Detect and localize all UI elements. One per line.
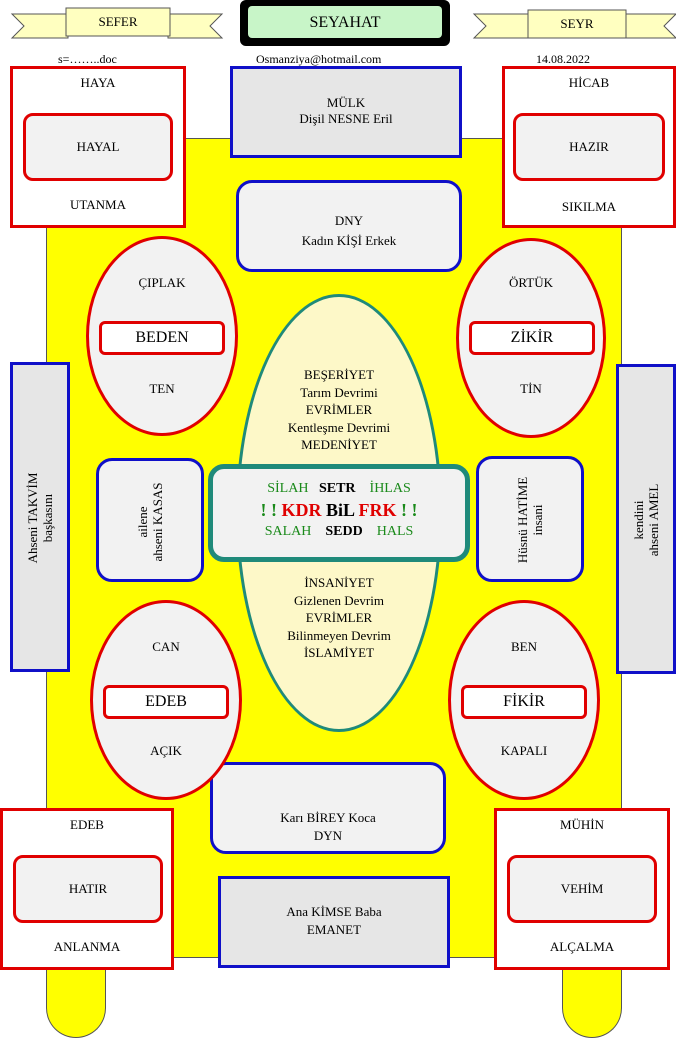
- corner-top-right: HİCAB HAZIR SIKILMA: [502, 66, 676, 228]
- ellipse-upper-3: EVRİMLER: [305, 402, 373, 417]
- center-row-2: ! ! KDR BiL FRK ! !: [213, 500, 465, 521]
- silah-label: SİLAH: [267, 481, 309, 496]
- corner-bl-bottom: ANLANMA: [53, 939, 121, 954]
- left-ribbon: [10, 7, 224, 39]
- email-label: Osmanziya@hotmail.com: [256, 52, 382, 66]
- side-left-inner: ailene ahseni KASAS: [96, 458, 204, 582]
- right-banner-label: SEYR: [560, 16, 594, 31]
- side-right-outer: kendini ahseni AMEL: [616, 364, 676, 674]
- exclaim-right: ! !: [401, 500, 418, 520]
- setr-label: SETR: [318, 481, 356, 496]
- emanet-line1: Ana KİMSE Baba: [286, 904, 382, 919]
- emanet-line2: EMANET: [306, 922, 362, 937]
- ellipse-lower-4: Bilinmeyen Devrim: [287, 627, 391, 643]
- dyn-box: Karı BİREY Koca DYN: [210, 762, 446, 854]
- dny-box: DNY Kadın KİŞİ Erkek: [236, 180, 462, 272]
- corner-tl-top: HAYA: [80, 75, 116, 90]
- can-top: CAN: [152, 639, 180, 654]
- dny-line1: DNY: [334, 213, 364, 228]
- ellipse-upper-4: Kentleşme Devrimi: [287, 419, 391, 435]
- mulk-line1: MÜLK: [326, 95, 366, 110]
- left-outer-line1: Ahseni TAKVİM: [25, 472, 40, 564]
- dyn-line2: DYN: [313, 828, 343, 843]
- dny-line2: Kadın KİŞİ Erkek: [301, 233, 397, 248]
- corner-bl-inner: HATIR: [13, 855, 163, 923]
- ben-top: BEN: [511, 639, 537, 654]
- oval-ortuk: ÖRTÜK ZİKİR TİN: [456, 238, 606, 438]
- zikir-label: ZİKİR: [469, 321, 595, 355]
- ellipse-lower-text: İNSANİYET Gizlenen Devrim EVRİMLER Bilin…: [236, 574, 442, 662]
- right-ribbon: [472, 9, 676, 39]
- ortuk-top: ÖRTÜK: [509, 275, 553, 290]
- corner-tl-inner: HAYAL: [23, 113, 173, 181]
- hals-label: HALS: [376, 524, 414, 539]
- ellipse-upper-2: Tarım Devrimi: [300, 384, 378, 400]
- corner-bottom-left: EDEB HATIR ANLANMA: [0, 808, 174, 970]
- ellipse-upper-text: BEŞERİYET Tarım Devrimi EVRİMLER Kentleş…: [236, 366, 442, 454]
- fikir-label: FİKİR: [461, 685, 587, 719]
- mulk-line2: Dişil NESNE Eril: [299, 111, 393, 126]
- center-box: SİLAH SETR İHLAS ! ! KDR BiL FRK ! ! SAL…: [208, 464, 470, 562]
- left-banner-label: SEFER: [98, 14, 138, 29]
- corner-tr-inner: HAZIR: [513, 113, 665, 181]
- ellipse-upper-5: MEDENİYET: [301, 437, 377, 452]
- beden-label: BEDEN: [99, 321, 225, 355]
- header-banners: [10, 7, 676, 39]
- center-row-1: SİLAH SETR İHLAS: [213, 481, 465, 497]
- oval-can: CAN EDEB AÇIK: [90, 600, 242, 800]
- ellipse-lower-2: Gizlenen Devrim: [294, 592, 384, 608]
- dyn-line1: Karı BİREY Koca: [280, 810, 376, 825]
- corner-br-inner: VEHİM: [507, 855, 657, 923]
- ciplak-top: ÇIPLAK: [138, 275, 186, 290]
- page-title: SEYAHAT: [248, 6, 442, 38]
- left-inner-line1: ailene: [135, 506, 150, 538]
- left-inner-text: ailene ahseni KASAS: [135, 463, 165, 581]
- ihlas-label: İHLAS: [369, 481, 411, 496]
- ellipse-lower-3: EVRİMLER: [305, 610, 373, 625]
- oval-ben: BEN FİKİR KAPALI: [448, 600, 600, 800]
- right-outer-text: kendini ahseni AMEL: [631, 367, 661, 673]
- left-outer-text: Ahseni TAKVİM başkasını: [25, 365, 55, 671]
- ellipse-upper-1: BEŞERİYET: [303, 367, 375, 382]
- corner-top-left: HAYA HAYAL UTANMA: [10, 66, 186, 228]
- ciplak-bottom: TEN: [149, 381, 175, 396]
- salah-label: SALAH: [264, 524, 312, 539]
- corner-br-bottom: ALÇALMA: [549, 939, 615, 954]
- oval-ciplak: ÇIPLAK BEDEN TEN: [86, 236, 238, 436]
- right-inner-line2: insani: [530, 504, 545, 536]
- title-frame: SEYAHAT: [240, 0, 450, 46]
- right-inner-line1: Hüsnü HATİME: [515, 476, 530, 564]
- ellipse-lower-1: İNSANİYET: [304, 575, 374, 590]
- right-outer-line2: ahseni AMEL: [646, 483, 661, 557]
- side-right-inner: Hüsnü HATİME insani: [476, 456, 584, 582]
- filename-label: s=……..doc: [58, 52, 117, 66]
- side-left-outer: Ahseni TAKVİM başkasını: [10, 362, 70, 672]
- corner-tl-bottom: UTANMA: [69, 197, 126, 212]
- emanet-box: Ana KİMSE Baba EMANET: [218, 876, 450, 968]
- date-label: 14.08.2022: [536, 52, 590, 66]
- exclaim-left: ! !: [260, 500, 277, 520]
- right-inner-text: Hüsnü HATİME insani: [515, 461, 545, 579]
- bil-label: BiL: [325, 500, 355, 520]
- ben-bottom: KAPALI: [500, 743, 548, 758]
- corner-tr-bottom: SIKILMA: [561, 199, 617, 214]
- center-row-3: SALAH SEDD HALS: [213, 524, 465, 540]
- corner-tr-top: HİCAB: [568, 75, 610, 90]
- kdr-label: KDR: [281, 500, 322, 520]
- ellipse-lower-5: İSLAMİYET: [303, 645, 375, 660]
- corner-br-top: MÜHİN: [559, 817, 605, 832]
- edeb-label: EDEB: [103, 685, 229, 719]
- left-inner-line2: ahseni KASAS: [150, 482, 165, 562]
- right-outer-line1: kendini: [631, 500, 646, 540]
- sedd-label: SEDD: [325, 524, 363, 539]
- can-bottom: AÇIK: [150, 743, 182, 758]
- ortuk-bottom: TİN: [520, 381, 542, 396]
- frk-label: FRK: [358, 500, 397, 520]
- mulk-box: MÜLK Dişil NESNE Eril: [230, 66, 462, 158]
- left-outer-line2: başkasını: [40, 493, 55, 543]
- corner-bl-top: EDEB: [70, 817, 104, 832]
- corner-bottom-right: MÜHİN VEHİM ALÇALMA: [494, 808, 670, 970]
